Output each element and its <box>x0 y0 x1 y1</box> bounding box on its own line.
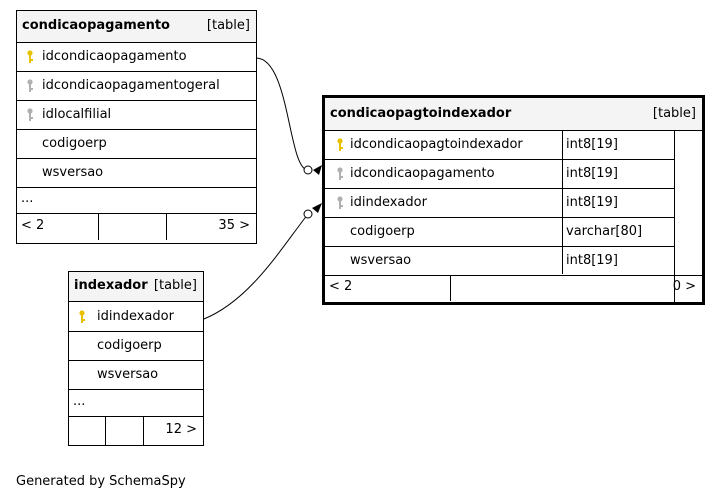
column-row[interactable]: codigoerp varchar[80] <box>325 218 674 247</box>
column-row[interactable]: codigoerp <box>69 332 203 361</box>
primary-key-icon <box>337 138 343 152</box>
relation-indexador-arrow <box>312 203 322 213</box>
column-name: codigoerp <box>350 224 415 239</box>
column-name: idcondicaopagamento <box>42 49 187 64</box>
foreign-key-icon <box>27 108 33 122</box>
footer-divider <box>98 214 99 240</box>
table-name: condicaopagtoindexador <box>330 106 512 121</box>
table-footer[interactable]: < 2 35 > <box>17 214 256 240</box>
column-name: idcondicaopagtoindexador <box>350 137 523 152</box>
table-indexador[interactable]: indexador [table] idindexador codigoerp … <box>68 271 204 446</box>
column-name: idcondicaopagamentogeral <box>42 78 220 93</box>
column-row[interactable]: idindexador <box>69 302 203 332</box>
column-name: wsversao <box>97 367 159 382</box>
primary-key-icon <box>27 50 33 64</box>
column-name: ... <box>73 394 86 409</box>
foreign-key-icon <box>27 79 33 93</box>
relation-indexador-optional-marker <box>303 209 313 219</box>
table-footer[interactable]: 12 > <box>69 417 203 445</box>
foreign-key-icon <box>337 167 343 181</box>
table-name: indexador <box>74 278 148 293</box>
column-name: idindexador <box>350 195 427 210</box>
column-type: varchar[80] <box>566 224 643 239</box>
column-row[interactable]: wsversao <box>17 159 256 188</box>
column-name: idindexador <box>97 309 174 324</box>
table-header: indexador [table] <box>69 272 203 302</box>
footer-divider <box>450 276 451 301</box>
relation-condicaopagamento-optional-marker <box>303 165 313 175</box>
column-name: wsversao <box>42 165 104 180</box>
column-row[interactable]: idindexador int8[19] <box>325 189 674 218</box>
extra-column-divider <box>674 131 675 302</box>
column-row[interactable]: idlocalfilial <box>17 101 256 130</box>
table-name: condicaopagamento <box>22 18 170 33</box>
column-name: idcondicaopagamento <box>350 166 495 181</box>
relation-condicaopagamento-arrow <box>313 165 322 175</box>
table-type: [table] <box>652 106 696 121</box>
column-row[interactable]: idcondicaopagamento int8[19] <box>325 160 674 189</box>
column-row[interactable]: wsversao int8[19] <box>325 247 674 276</box>
column-type: int8[19] <box>566 195 618 210</box>
table-type: [table] <box>153 278 197 293</box>
parents-count: < 2 <box>21 218 45 233</box>
column-row[interactable]: wsversao <box>69 361 203 390</box>
children-count: 35 > <box>218 218 250 233</box>
table-footer[interactable]: < 2 0 > <box>325 275 702 301</box>
table-header: condicaopagtoindexador [table] <box>325 98 702 131</box>
primary-key-icon <box>79 310 85 324</box>
children-count: 0 > <box>672 279 696 294</box>
relation-condicaopagamento-line <box>255 57 309 171</box>
foreign-key-icon <box>337 196 343 210</box>
column-row-more[interactable]: ... <box>69 390 203 417</box>
generated-by-label: Generated by SchemaSpy <box>16 474 186 489</box>
footer-divider <box>166 214 167 240</box>
column-name: idlocalfilial <box>42 107 112 122</box>
column-row[interactable]: codigoerp <box>17 130 256 159</box>
column-type: int8[19] <box>566 253 618 268</box>
footer-divider <box>105 417 106 445</box>
column-type: int8[19] <box>566 166 618 181</box>
column-type: int8[19] <box>566 137 618 152</box>
table-condicaopagtoindexador[interactable]: condicaopagtoindexador [table] idcondica… <box>322 95 705 305</box>
children-count: 12 > <box>165 422 197 437</box>
column-name: wsversao <box>350 253 412 268</box>
table-type: [table] <box>206 18 250 33</box>
footer-divider <box>143 417 144 445</box>
column-name: ... <box>21 191 34 206</box>
table-condicaopagamento[interactable]: condicaopagamento [table] idcondicaopaga… <box>16 10 257 244</box>
column-row-more[interactable]: ... <box>17 188 256 214</box>
column-name: codigoerp <box>42 136 107 151</box>
type-column-divider <box>562 131 563 274</box>
column-name: codigoerp <box>97 338 162 353</box>
column-row[interactable]: idcondicaopagamento <box>17 43 256 72</box>
relation-indexador-line <box>203 213 309 320</box>
table-header: condicaopagamento [table] <box>17 11 256 43</box>
parents-count: < 2 <box>329 279 353 294</box>
column-row[interactable]: idcondicaopagtoindexador int8[19] <box>325 131 674 160</box>
column-row[interactable]: idcondicaopagamentogeral <box>17 72 256 101</box>
